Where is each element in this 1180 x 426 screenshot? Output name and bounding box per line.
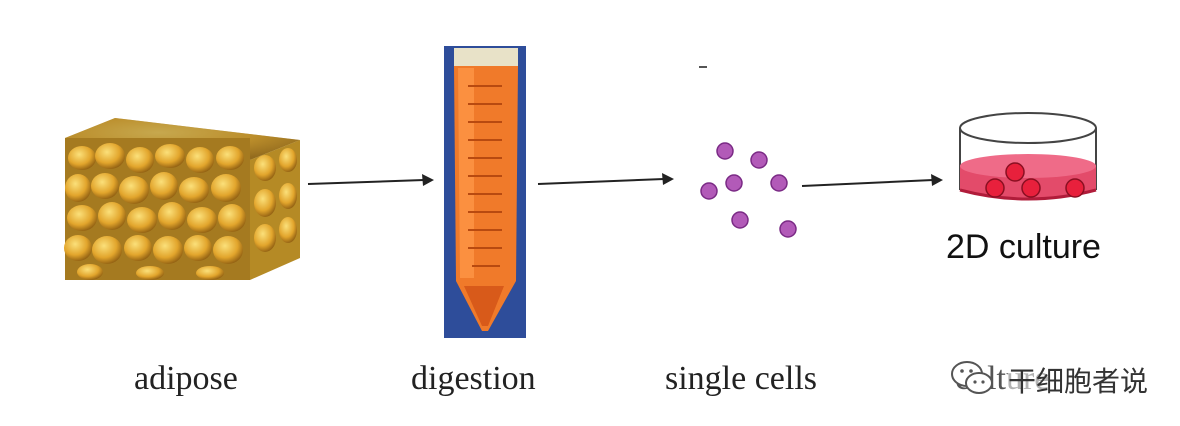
watermark-text: 干细胞者说 (1008, 360, 1149, 400)
wechat-icon (951, 361, 993, 394)
centrifuge-tube-image (444, 46, 526, 338)
stage-label-single-cells: single cells (665, 360, 818, 397)
arrow-3-icon (801, 174, 943, 187)
arrow-2-icon (537, 173, 674, 185)
adipose-tissue-image (64, 118, 300, 280)
dash-mark (699, 66, 707, 68)
culture-title: 2D culture (946, 228, 1101, 266)
stage-label-digestion: digestion (411, 360, 536, 397)
arrow-1-icon (307, 174, 434, 186)
culture-dish-image (959, 112, 1097, 201)
stage-label-adipose: adipose (134, 360, 238, 397)
single-cells-image (700, 142, 797, 238)
